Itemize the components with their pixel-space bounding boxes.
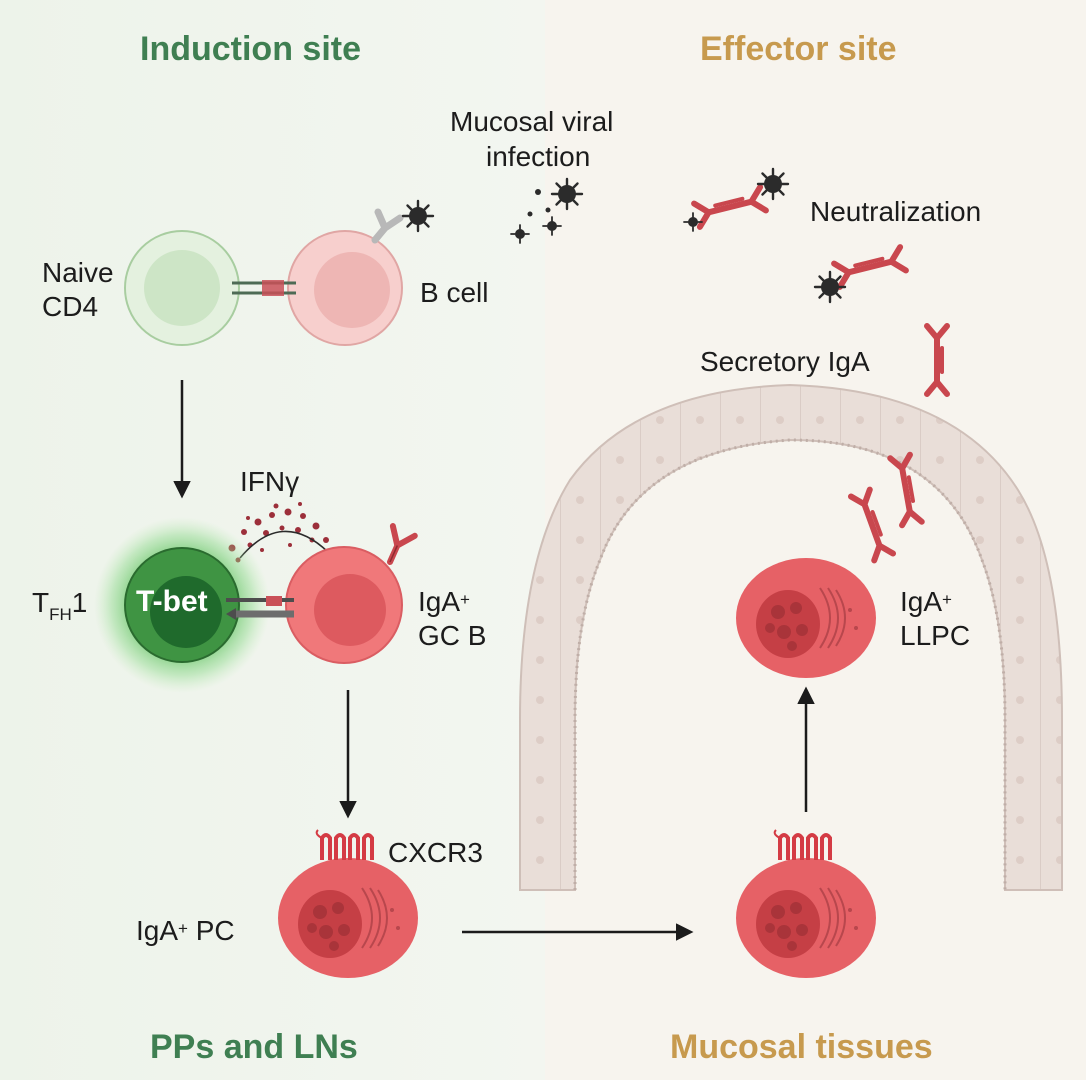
induction-site-background [0, 0, 545, 1080]
label-mucosal-viral: Mucosal viral [450, 106, 614, 137]
label-neutralization: Neutralization [810, 196, 982, 227]
label-iga-pc: IgA+ PC [136, 914, 235, 948]
llpc-plus: + [942, 590, 952, 609]
tcr-mhc-contact [232, 280, 296, 296]
label-cxcr3: CXCR3 [388, 837, 483, 868]
label-cd4: CD4 [42, 291, 99, 322]
iga-gc-b-cell [285, 546, 403, 664]
tfh-gcb-contact [226, 596, 294, 620]
llpc-iga: IgA [900, 586, 943, 617]
naive-cd4-cell [124, 230, 240, 346]
virus-large-icon [550, 177, 584, 211]
gcb-iga: IgA [418, 586, 461, 617]
heading-mucosal-tissues: Mucosal tissues [670, 1028, 933, 1066]
intestinal-villus-epithelium [519, 383, 1063, 891]
tfh-t: T [32, 587, 50, 618]
tfh-subscript: FH [49, 605, 72, 624]
virus-on-bcr-icon [401, 199, 435, 233]
pc-suffix: PC [187, 915, 235, 946]
label-llpc-line1: IgA+ [900, 585, 952, 619]
virus-particle [535, 189, 541, 195]
virus-particle [545, 207, 551, 213]
label-secretory-iga: Secretory IgA [700, 346, 870, 377]
label-llpc-line2: LLPC [900, 620, 971, 651]
virus-neutralized-icon [813, 270, 847, 304]
b-cell [287, 208, 404, 346]
heading-induction-site: Induction site [140, 30, 361, 68]
iga-plasma-cell [277, 857, 419, 979]
migrated-plasma-cell [735, 857, 877, 979]
pc-iga: IgA [136, 915, 179, 946]
tfh-suffix: 1 [71, 587, 88, 618]
label-ifn-gamma: IFNγ [240, 466, 300, 497]
pc-plus: + [178, 919, 188, 938]
label-b-cell: B cell [420, 277, 489, 308]
gcb-plus: + [460, 590, 470, 609]
heading-pps-lns: PPs and LNs [150, 1028, 358, 1066]
iga-llpc-cell [735, 557, 877, 679]
label-gcb-line1: IgA+ [418, 585, 470, 619]
label-tbet: T-bet [136, 585, 208, 618]
label-gcb-line2: GC B [418, 620, 487, 651]
virus-neutralized-icon [756, 167, 790, 201]
tfh1-cell [94, 517, 270, 693]
heading-effector-site: Effector site [700, 30, 897, 68]
label-infection: infection [486, 141, 591, 172]
label-naive: Naive [42, 257, 114, 288]
label-tfh1: TFH1 [32, 586, 87, 624]
virus-particle [527, 211, 533, 217]
